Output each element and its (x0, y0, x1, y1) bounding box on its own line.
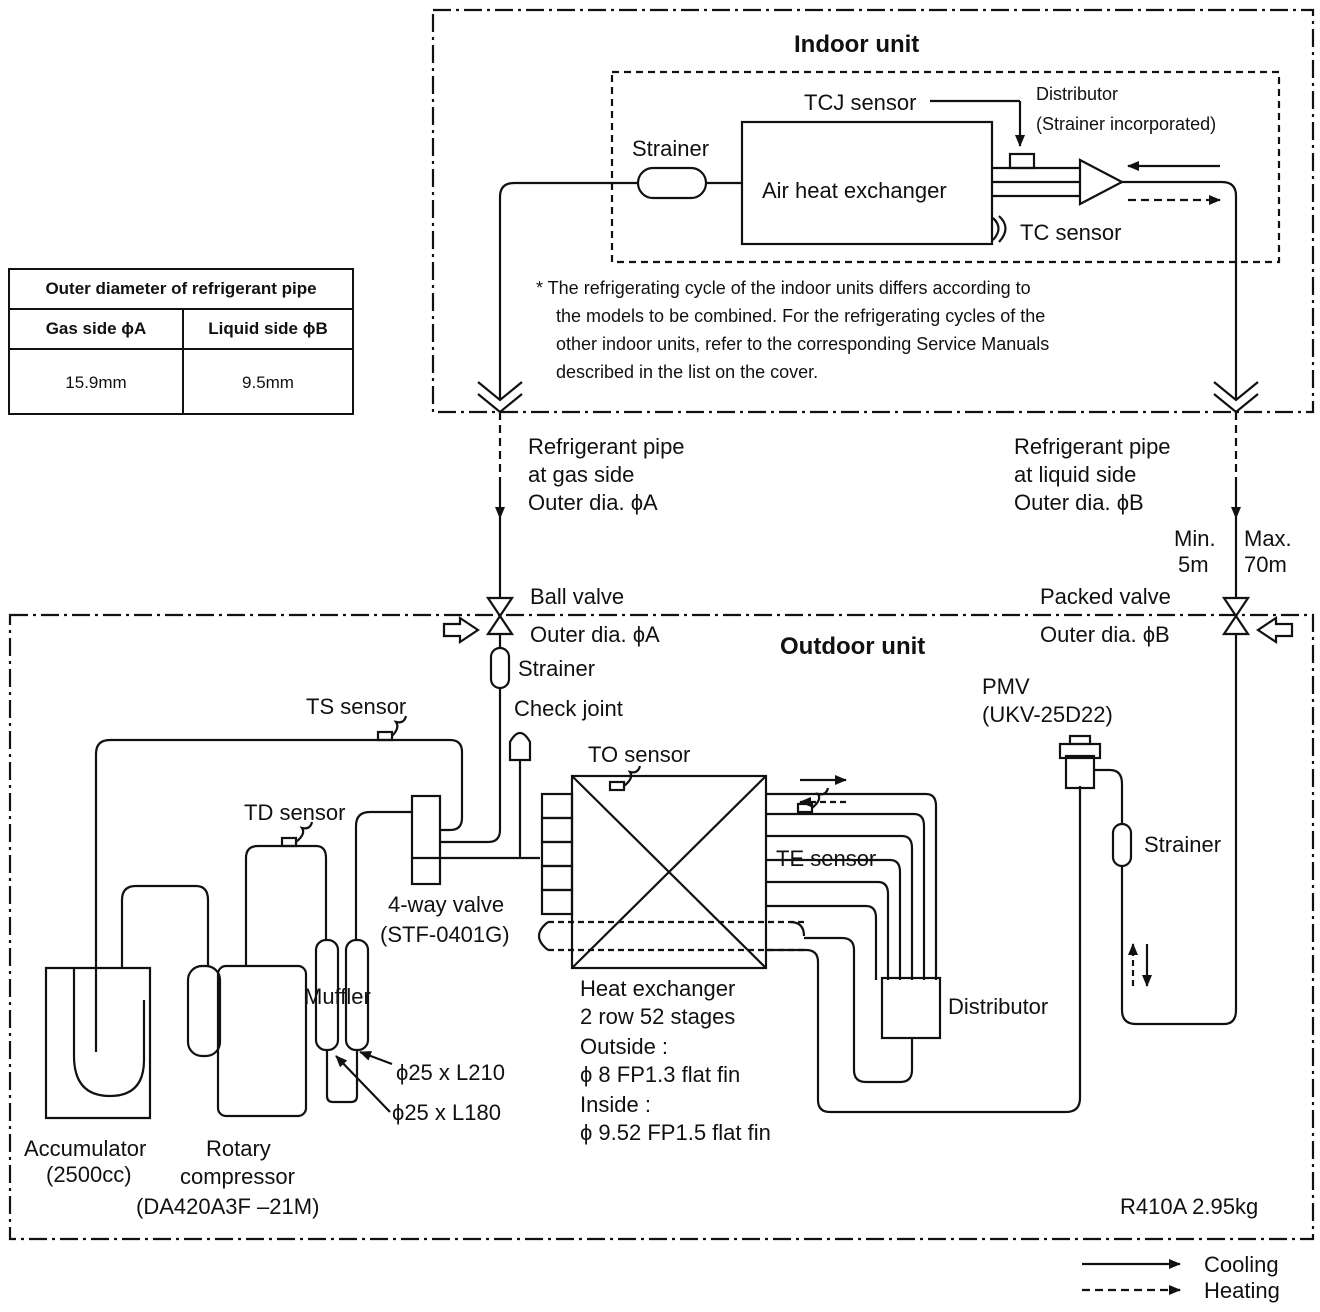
hx-label-6: ϕ 9.52 FP1.5 flat fin (580, 1120, 771, 1145)
compressor-label-1: Rotary (206, 1136, 271, 1161)
packed-valve-label: Packed valve (1040, 584, 1171, 609)
legend-cooling: Cooling (1204, 1252, 1279, 1277)
check-joint-label: Check joint (514, 696, 623, 721)
ball-valve (485, 596, 515, 636)
min-label: Min. (1174, 526, 1216, 551)
td-sensor-block (280, 836, 298, 848)
four-way-valve (410, 794, 442, 886)
to-sensor-label: TO sensor (588, 742, 690, 767)
indoor-unit-boundary (431, 8, 1315, 414)
td-sensor-label: TD sensor (244, 800, 345, 825)
outdoor-strainer-top (489, 646, 511, 690)
muffler-dim-1-label: ϕ25 x L210 (396, 1060, 505, 1085)
indoor-strainer (636, 166, 708, 200)
table-header: Outer diameter of refrigerant pipe (10, 270, 352, 310)
hx-label-2: 2 row 52 stages (580, 1004, 735, 1029)
to-sensor-block (608, 780, 626, 792)
liquid-pipe-label-2: at liquid side (1014, 462, 1136, 487)
ball-valve-dia-label: Outer dia. ϕA (530, 622, 660, 647)
table-col-gas: Gas side ϕA (10, 310, 184, 348)
legend-heating: Heating (1204, 1278, 1280, 1303)
table-col-liquid: Liquid side ϕB (208, 319, 328, 338)
outdoor-strainer-right-label: Strainer (1144, 832, 1221, 857)
compressor-side-tank (186, 964, 222, 1058)
outdoor-strainer-top-label: Strainer (518, 656, 595, 681)
muffler-label: Muffler (304, 984, 371, 1009)
te-sensor-label: TE sensor (776, 846, 876, 871)
hx-label-5: Inside : (580, 1092, 651, 1117)
note-line-1: * The refrigerating cycle of the indoor … (536, 278, 1031, 298)
four-way-valve-label-1: 4-way valve (388, 892, 504, 917)
rotary-compressor (216, 964, 308, 1118)
table-val-liquid: 9.5mm (242, 372, 294, 392)
indoor-strainer-label: Strainer (632, 136, 709, 161)
note-line-4: described in the list on the cover. (556, 362, 818, 382)
indoor-title: Indoor unit (794, 31, 919, 58)
te-sensor-block (796, 802, 814, 814)
muffler-dim-2-label: ϕ25 x L180 (392, 1100, 501, 1125)
liquid-pipe-label-3: Outer dia. ϕB (1014, 490, 1144, 515)
accumulator (44, 966, 152, 1120)
outdoor-distributor (880, 976, 942, 1040)
outdoor-distributor-label: Distributor (948, 994, 1048, 1019)
pipe-diameter-table: Outer diameter of refrigerant pipe Gas s… (8, 268, 354, 415)
accumulator-label-2: (2500cc) (46, 1162, 132, 1187)
outdoor-title: Outdoor unit (780, 633, 925, 660)
gas-pipe-label-2: at gas side (528, 462, 634, 487)
max-value: 70m (1244, 552, 1287, 577)
indoor-distributor-label-1: Distributor (1036, 84, 1118, 104)
max-label: Max. (1244, 526, 1292, 551)
outdoor-unit-boundary (8, 613, 1315, 1241)
air-heat-exchanger-label: Air heat exchanger (762, 178, 947, 203)
accumulator-label-1: Accumulator (24, 1136, 146, 1161)
refrigerant-charge-label: R410A 2.95kg (1120, 1194, 1258, 1219)
pmv-label-2: (UKV-25D22) (982, 702, 1113, 727)
outdoor-strainer-right (1111, 822, 1133, 868)
packed-valve (1221, 596, 1251, 636)
tcj-sensor-label: TCJ sensor (804, 90, 916, 115)
pmv-body (1064, 754, 1096, 790)
tc-sensor-label: TC sensor (1020, 220, 1121, 245)
compressor-label-2: compressor (180, 1164, 295, 1189)
indoor-distributor-label-2: (Strainer incorporated) (1036, 114, 1216, 134)
ts-sensor-label: TS sensor (306, 694, 406, 719)
hx-label-4: ϕ 8 FP1.3 flat fin (580, 1062, 740, 1087)
ts-sensor-block (376, 730, 394, 742)
hx-label-1: Heat exchanger (580, 976, 735, 1001)
indoor-distributor (1078, 158, 1125, 206)
note-line-2: the models to be combined. For the refri… (556, 306, 1045, 326)
liquid-pipe-label-1: Refrigerant pipe (1014, 434, 1171, 459)
indoor-inner-box (610, 70, 1281, 264)
check-joint (508, 731, 532, 762)
indoor-gas-pipe (498, 181, 638, 400)
packed-valve-dia-label: Outer dia. ϕB (1040, 622, 1170, 647)
table-val-gas: 15.9mm (10, 350, 184, 415)
note-line-3: other indoor units, refer to the corresp… (556, 334, 1049, 354)
gas-pipe-label-1: Refrigerant pipe (528, 434, 685, 459)
four-way-valve-label-2: (STF-0401G) (380, 922, 510, 947)
ball-valve-label: Ball valve (530, 584, 624, 609)
pmv-label-1: PMV (982, 674, 1030, 699)
compressor-label-3: (DA420A3F –21M) (136, 1194, 319, 1219)
hx-label-3: Outside : (580, 1034, 668, 1059)
tcj-sensor-block (1008, 152, 1036, 170)
min-value: 5m (1178, 552, 1209, 577)
gas-pipe-label-3: Outer dia. ϕA (528, 490, 658, 515)
